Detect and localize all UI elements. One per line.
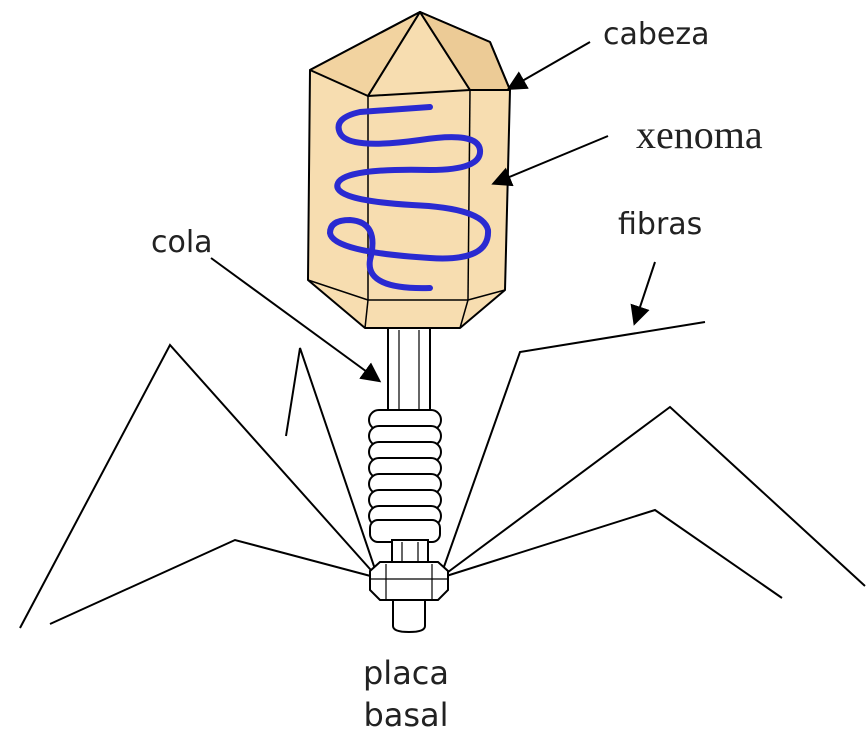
label-fibras: fibras xyxy=(618,207,702,242)
fiber-left-low xyxy=(50,540,378,624)
fiber-right-low xyxy=(440,510,782,598)
label-placa: placa xyxy=(363,654,449,692)
label-cola: cola xyxy=(151,225,213,260)
xenoma-arrow xyxy=(495,136,608,183)
fibras-arrow xyxy=(635,262,655,322)
base-plate xyxy=(370,562,448,600)
cabeza-arrow xyxy=(510,42,590,88)
fiber-right-mid xyxy=(440,407,865,586)
fiber-right-upper xyxy=(440,322,705,578)
tail xyxy=(369,327,448,632)
tail-sheath xyxy=(369,410,441,542)
fiber-back-left xyxy=(286,348,378,578)
tail-tube xyxy=(388,327,430,417)
tail-pin xyxy=(393,600,425,632)
label-basal: basal xyxy=(363,696,448,734)
fiber-far-left xyxy=(20,345,378,628)
label-cabeza: cabeza xyxy=(603,17,710,52)
label-xenoma: xenoma xyxy=(636,112,763,157)
